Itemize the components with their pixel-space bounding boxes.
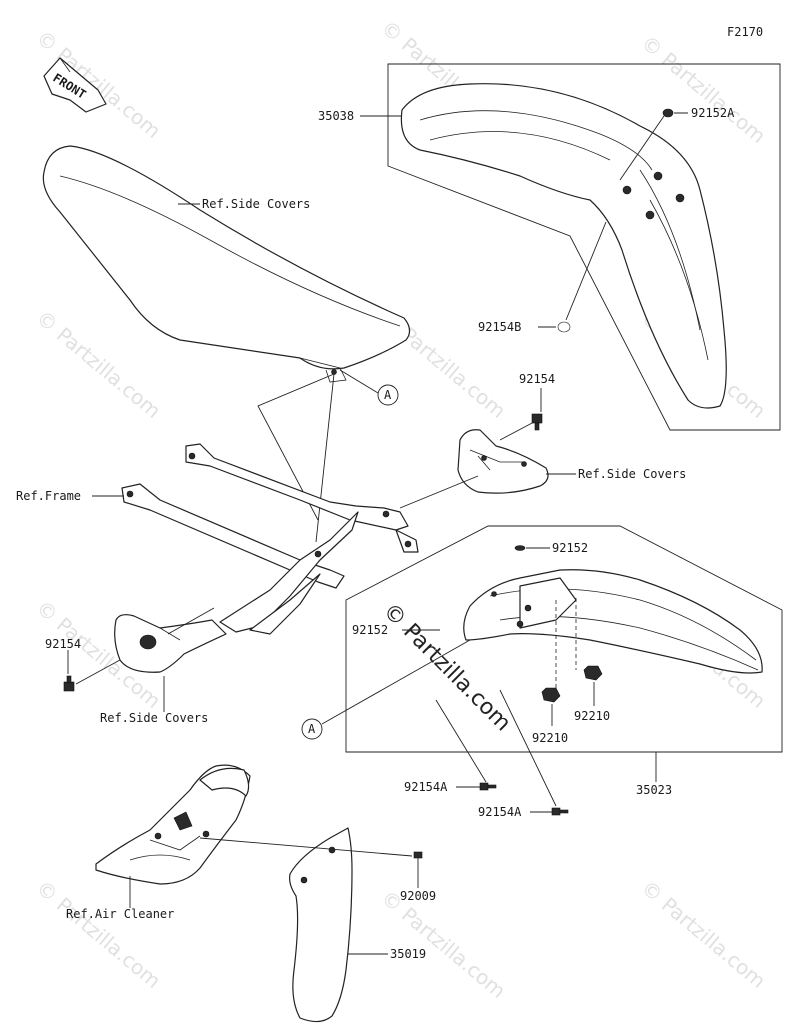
bolt-92009-icon — [413, 851, 423, 859]
callout-right-side-cover: Ref.Side Covers — [578, 467, 686, 481]
seat — [42, 145, 411, 383]
watermark: © Partzilla.com — [32, 305, 166, 423]
leader-line — [257, 373, 335, 521]
callout-seat-ref: Ref.Side Covers — [202, 197, 310, 211]
watermark: © Partzilla.com — [637, 875, 771, 993]
callout-rear-bolt-top: 92152 — [552, 541, 588, 555]
callout-air-cleaner-ref: Ref.Air Cleaner — [66, 907, 174, 921]
leader-line — [619, 112, 688, 181]
left-side-cover — [114, 614, 227, 673]
callout-rear-fender: 35023 — [636, 783, 672, 797]
leader-line — [67, 650, 121, 685]
ref-point-a-top-label: A — [384, 388, 392, 402]
leader-line — [339, 369, 379, 394]
ref-point-a-bottom-label: A — [308, 722, 316, 736]
callout-left-side-cover: Ref.Side Covers — [100, 711, 208, 725]
callout-right-bolt: 92154 — [519, 372, 555, 386]
right-side-cover — [457, 429, 549, 494]
callout-nut-left: 92210 — [532, 731, 568, 745]
callout-rear-bolt-left: 92152 — [352, 623, 388, 637]
leader-line — [435, 699, 487, 788]
leader-line — [315, 373, 335, 543]
callout-left-bolt: 92154 — [45, 637, 81, 651]
callout-frame-ref: Ref.Frame — [16, 489, 81, 503]
rear-fender-group-box — [345, 525, 783, 753]
leader-line — [499, 388, 542, 441]
rear-fender — [463, 569, 763, 674]
bolt-92152-top-icon — [514, 545, 526, 551]
front-fender-group-box — [387, 63, 781, 431]
nut-92210-left-icon — [541, 687, 561, 703]
mud-flap — [289, 827, 353, 1023]
bolt-92154a-lower-icon — [551, 807, 569, 816]
bolt-92152a-icon — [662, 108, 674, 118]
watermark: © Partzilla.com — [637, 30, 771, 148]
nut-92210-right-icon — [583, 665, 603, 681]
dashed-guide — [555, 598, 577, 688]
front-fender — [400, 83, 727, 409]
leader-line — [199, 837, 413, 857]
watermark: © Partzilla.com — [32, 875, 166, 993]
bolt-92154-left-icon — [63, 675, 75, 692]
bolt-92154b-icon — [557, 321, 571, 333]
callout-bolt-a-upper: 92154A — [404, 780, 448, 794]
bolt-92154-right-icon — [531, 413, 543, 431]
callout-mud-flap: 35019 — [390, 947, 426, 961]
callout-flap-bolt: 92009 — [400, 889, 436, 903]
air-cleaner-housing — [95, 764, 251, 885]
leader-line — [321, 639, 471, 725]
callout-front-fender: 35038 — [318, 109, 354, 123]
callout-front-bolt-a: 92152A — [691, 106, 735, 120]
callout-front-bolt-b: 92154B — [478, 320, 521, 334]
ref-point-a-bottom — [301, 718, 323, 740]
subframe — [121, 443, 419, 635]
ref-point-a-top — [377, 384, 399, 406]
leader-line — [399, 475, 479, 509]
leader-line — [167, 607, 215, 635]
callout-nut-right: 92210 — [574, 709, 610, 723]
callout-bolt-a-lower: 92154A — [478, 805, 522, 819]
bolt-92154a-upper-icon — [479, 782, 497, 791]
leader-line — [499, 689, 557, 813]
leader-line — [538, 221, 607, 328]
diagram-id: F2170 — [727, 25, 763, 39]
watermark: © Partzilla.com — [377, 885, 511, 1003]
